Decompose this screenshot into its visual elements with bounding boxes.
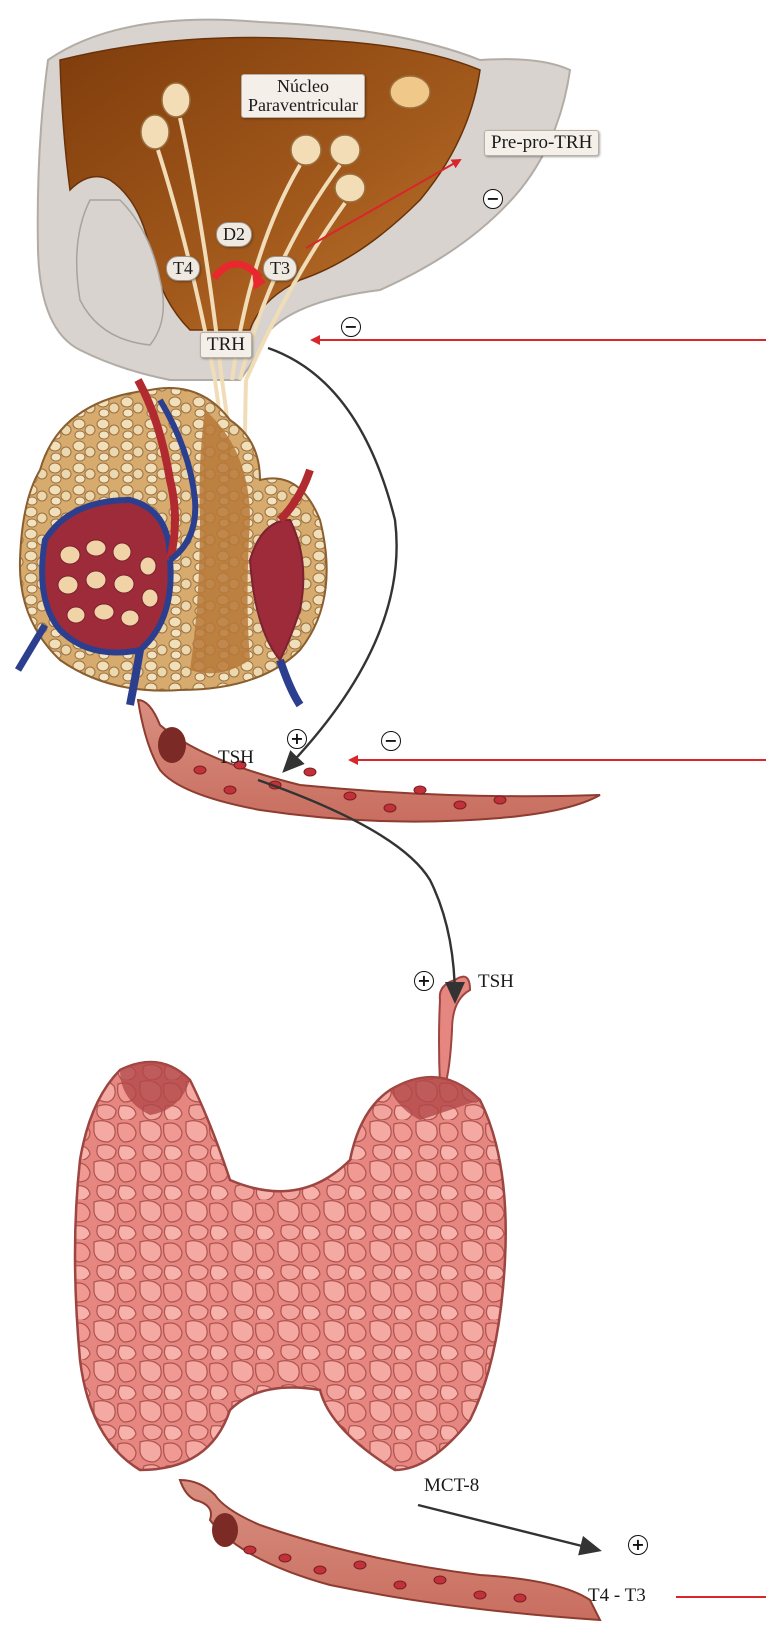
d2-label: D2 bbox=[216, 222, 252, 247]
minus-sign-icon: − bbox=[381, 731, 401, 751]
t4-t3-label: T4 - T3 bbox=[588, 1586, 646, 1606]
t4-label: T4 bbox=[166, 256, 200, 281]
neuron-cell-body bbox=[330, 135, 360, 165]
mct8-label: MCT-8 bbox=[424, 1476, 479, 1496]
thyroid-gland bbox=[75, 977, 506, 1470]
nucleo-line2: Paraventricular bbox=[248, 96, 358, 115]
tsh-pituitary-label: TSH bbox=[218, 748, 254, 768]
minus-sign-icon: − bbox=[483, 189, 503, 209]
trh-label: TRH bbox=[200, 332, 252, 358]
minus-sign-icon: − bbox=[341, 317, 361, 337]
t3-label: T3 bbox=[263, 256, 297, 281]
mct8-to-t4-t3-arrow bbox=[418, 1505, 598, 1550]
nucleo-paraventricular-label: Núcleo Paraventricular bbox=[241, 74, 365, 118]
neuron-cell-body bbox=[335, 174, 365, 202]
plus-sign-icon: + bbox=[414, 971, 434, 991]
plus-sign-icon: + bbox=[628, 1535, 648, 1555]
plus-sign-icon: + bbox=[287, 729, 307, 749]
tsh-thyroid-label: TSH bbox=[478, 972, 514, 992]
nucleo-line1: Núcleo bbox=[248, 77, 358, 96]
blood-vessel-lower bbox=[180, 1480, 600, 1620]
pituitary-gland bbox=[18, 380, 327, 705]
pre-pro-trh-label: Pre-pro-TRH bbox=[484, 130, 599, 156]
neuron-cell-body bbox=[291, 135, 321, 165]
neuron-cell-body bbox=[141, 115, 169, 149]
neuron-cell-body bbox=[390, 76, 430, 108]
neuron-cell-body bbox=[162, 83, 190, 117]
